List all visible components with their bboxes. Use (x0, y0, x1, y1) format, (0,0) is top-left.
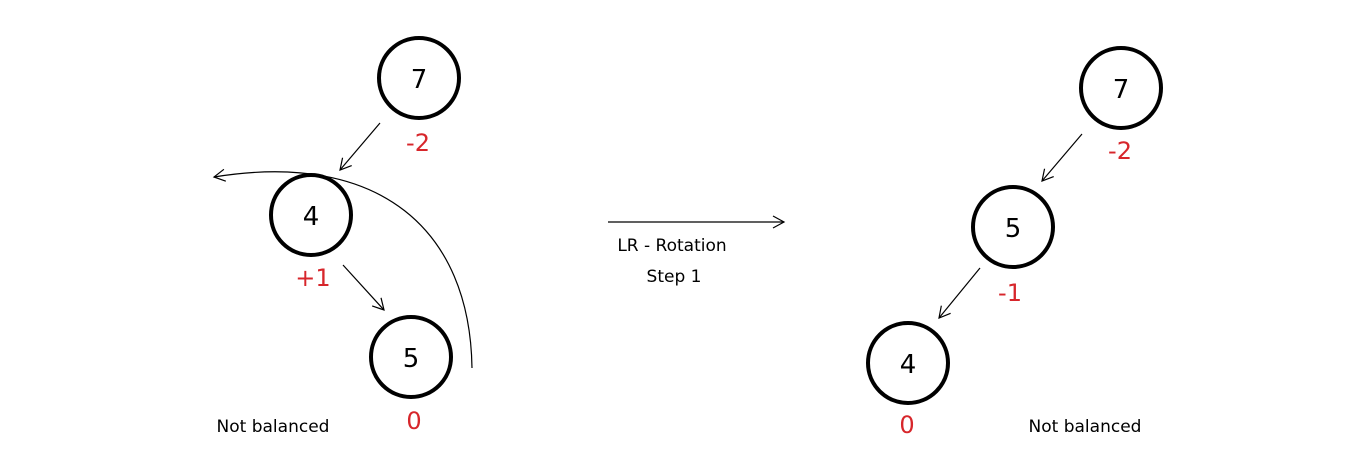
node-value: 4 (900, 350, 917, 380)
left-node-7: 7 (377, 36, 461, 120)
right-status-label: Not balanced (1029, 417, 1142, 437)
right-node-7: 7 (1079, 46, 1163, 130)
node-value: 7 (411, 65, 428, 95)
right-node-5: 5 (971, 185, 1055, 269)
balance-factor: 0 (899, 411, 914, 439)
left-status-label: Not balanced (217, 417, 330, 437)
balance-factor: -1 (998, 279, 1022, 307)
right-edge-7-to-5 (1041, 133, 1083, 182)
left-node-5: 5 (369, 315, 453, 399)
balance-factor: +1 (295, 264, 330, 292)
left-node-4: 4 (269, 173, 353, 257)
left-tree: 7 -2 4 +1 5 0 Not balanced (212, 36, 473, 437)
right-node-4: 4 (866, 321, 950, 405)
rotation-label: LR - Rotation (617, 236, 726, 256)
transition: LR - Rotation Step 1 (608, 215, 786, 287)
node-value: 7 (1113, 75, 1130, 105)
node-value: 4 (303, 202, 320, 232)
node-value: 5 (1005, 214, 1022, 244)
left-edge-4-to-5 (342, 264, 385, 311)
balance-factor: -2 (1108, 137, 1132, 165)
balance-factor: 0 (406, 407, 421, 435)
node-value: 5 (403, 344, 420, 374)
step-label: Step 1 (647, 267, 702, 287)
balance-factor: -2 (406, 129, 430, 157)
rotation-arc-arrow (212, 168, 473, 369)
right-tree: 7 -2 5 -1 4 0 Not balanced (866, 46, 1163, 439)
right-edge-5-to-4 (938, 267, 981, 319)
left-edge-7-to-4 (339, 122, 381, 171)
